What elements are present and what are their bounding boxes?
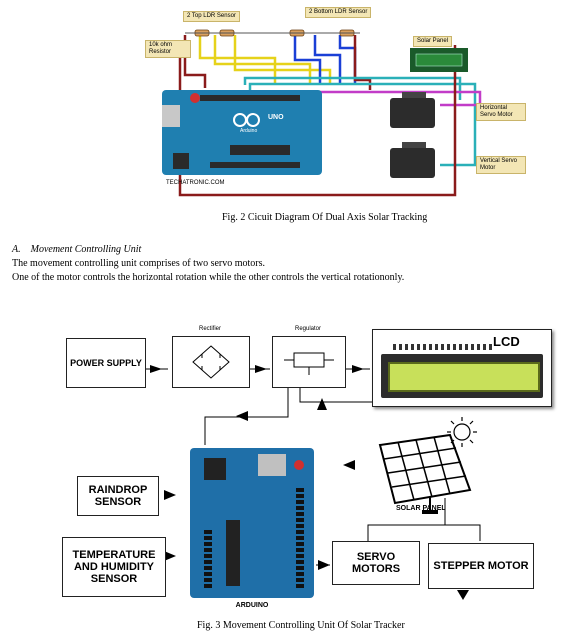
power-supply-block: POWER SUPPLY — [66, 338, 146, 388]
regulator-chip-icon — [284, 352, 334, 375]
servo-motors-block: SERVO MOTORS — [332, 541, 420, 585]
bridge-rectifier-icon — [192, 345, 230, 379]
regulator-block — [272, 336, 346, 388]
lcd-screen — [381, 354, 543, 398]
section-title: Movement Controlling Unit — [30, 244, 142, 255]
reset-button — [294, 460, 304, 470]
arduino-board-text: UNO — [268, 114, 284, 121]
fig2-caption: Fig. 2 Cicuit Diagram Of Dual Axis Solar… — [222, 212, 428, 223]
circuit-diagram — [140, 0, 530, 205]
solar-panel-label: Solar Panel — [413, 36, 453, 47]
usb-port — [258, 454, 286, 476]
top-ldr-label: 2 Top LDR Sensor — [183, 11, 240, 22]
lcd-label: LCD — [493, 334, 520, 349]
section-number: A. — [12, 244, 21, 255]
lcd-block: LCD — [372, 329, 552, 407]
temperature-humidity-block: TEMPERATURE AND HUMIDITY SENSOR — [62, 537, 166, 597]
rectifier-block — [172, 336, 250, 388]
block-diagram-connectors — [145, 365, 481, 600]
section-line-1: The movement controlling unit comprises … — [12, 258, 266, 269]
raindrop-sensor-block: RAINDROP SENSOR — [77, 476, 159, 516]
solar-panel-text: SOLAR PANEL — [396, 505, 446, 512]
atmega-chip — [226, 520, 240, 586]
rectifier-label: Rectifier — [198, 326, 221, 332]
arduino-block — [190, 448, 314, 598]
arduino-board-brand: Arduino — [240, 128, 258, 134]
header-pins-left — [204, 528, 212, 588]
circuit-wiring — [162, 29, 482, 197]
section-line-2: One of the motor controls the horizontal… — [12, 272, 405, 283]
stepper-motor-block: STEPPER MOTOR — [428, 543, 534, 589]
horizontal-servo-label: Horizontal Servo Motor — [476, 103, 526, 121]
section-heading: A. Movement Controlling Unit — [12, 243, 141, 256]
arduino-label: ARDUINO — [235, 602, 269, 609]
fig3-caption: Fig. 3 Movement Controlling Unit Of Sola… — [197, 620, 405, 631]
lcd-pin-header — [393, 344, 493, 350]
bottom-ldr-label: 2 Bottom LDR Sensor — [305, 7, 372, 18]
power-jack — [204, 458, 226, 480]
header-pins-right — [296, 488, 304, 588]
vertical-servo-label: Vertical Servo Motor — [476, 156, 526, 174]
techatronic-brand: TECHATRONIC.COM — [166, 180, 225, 186]
resistor-label: 10k ohm Resistor — [145, 40, 191, 58]
regulator-label: Regulator — [294, 326, 321, 332]
